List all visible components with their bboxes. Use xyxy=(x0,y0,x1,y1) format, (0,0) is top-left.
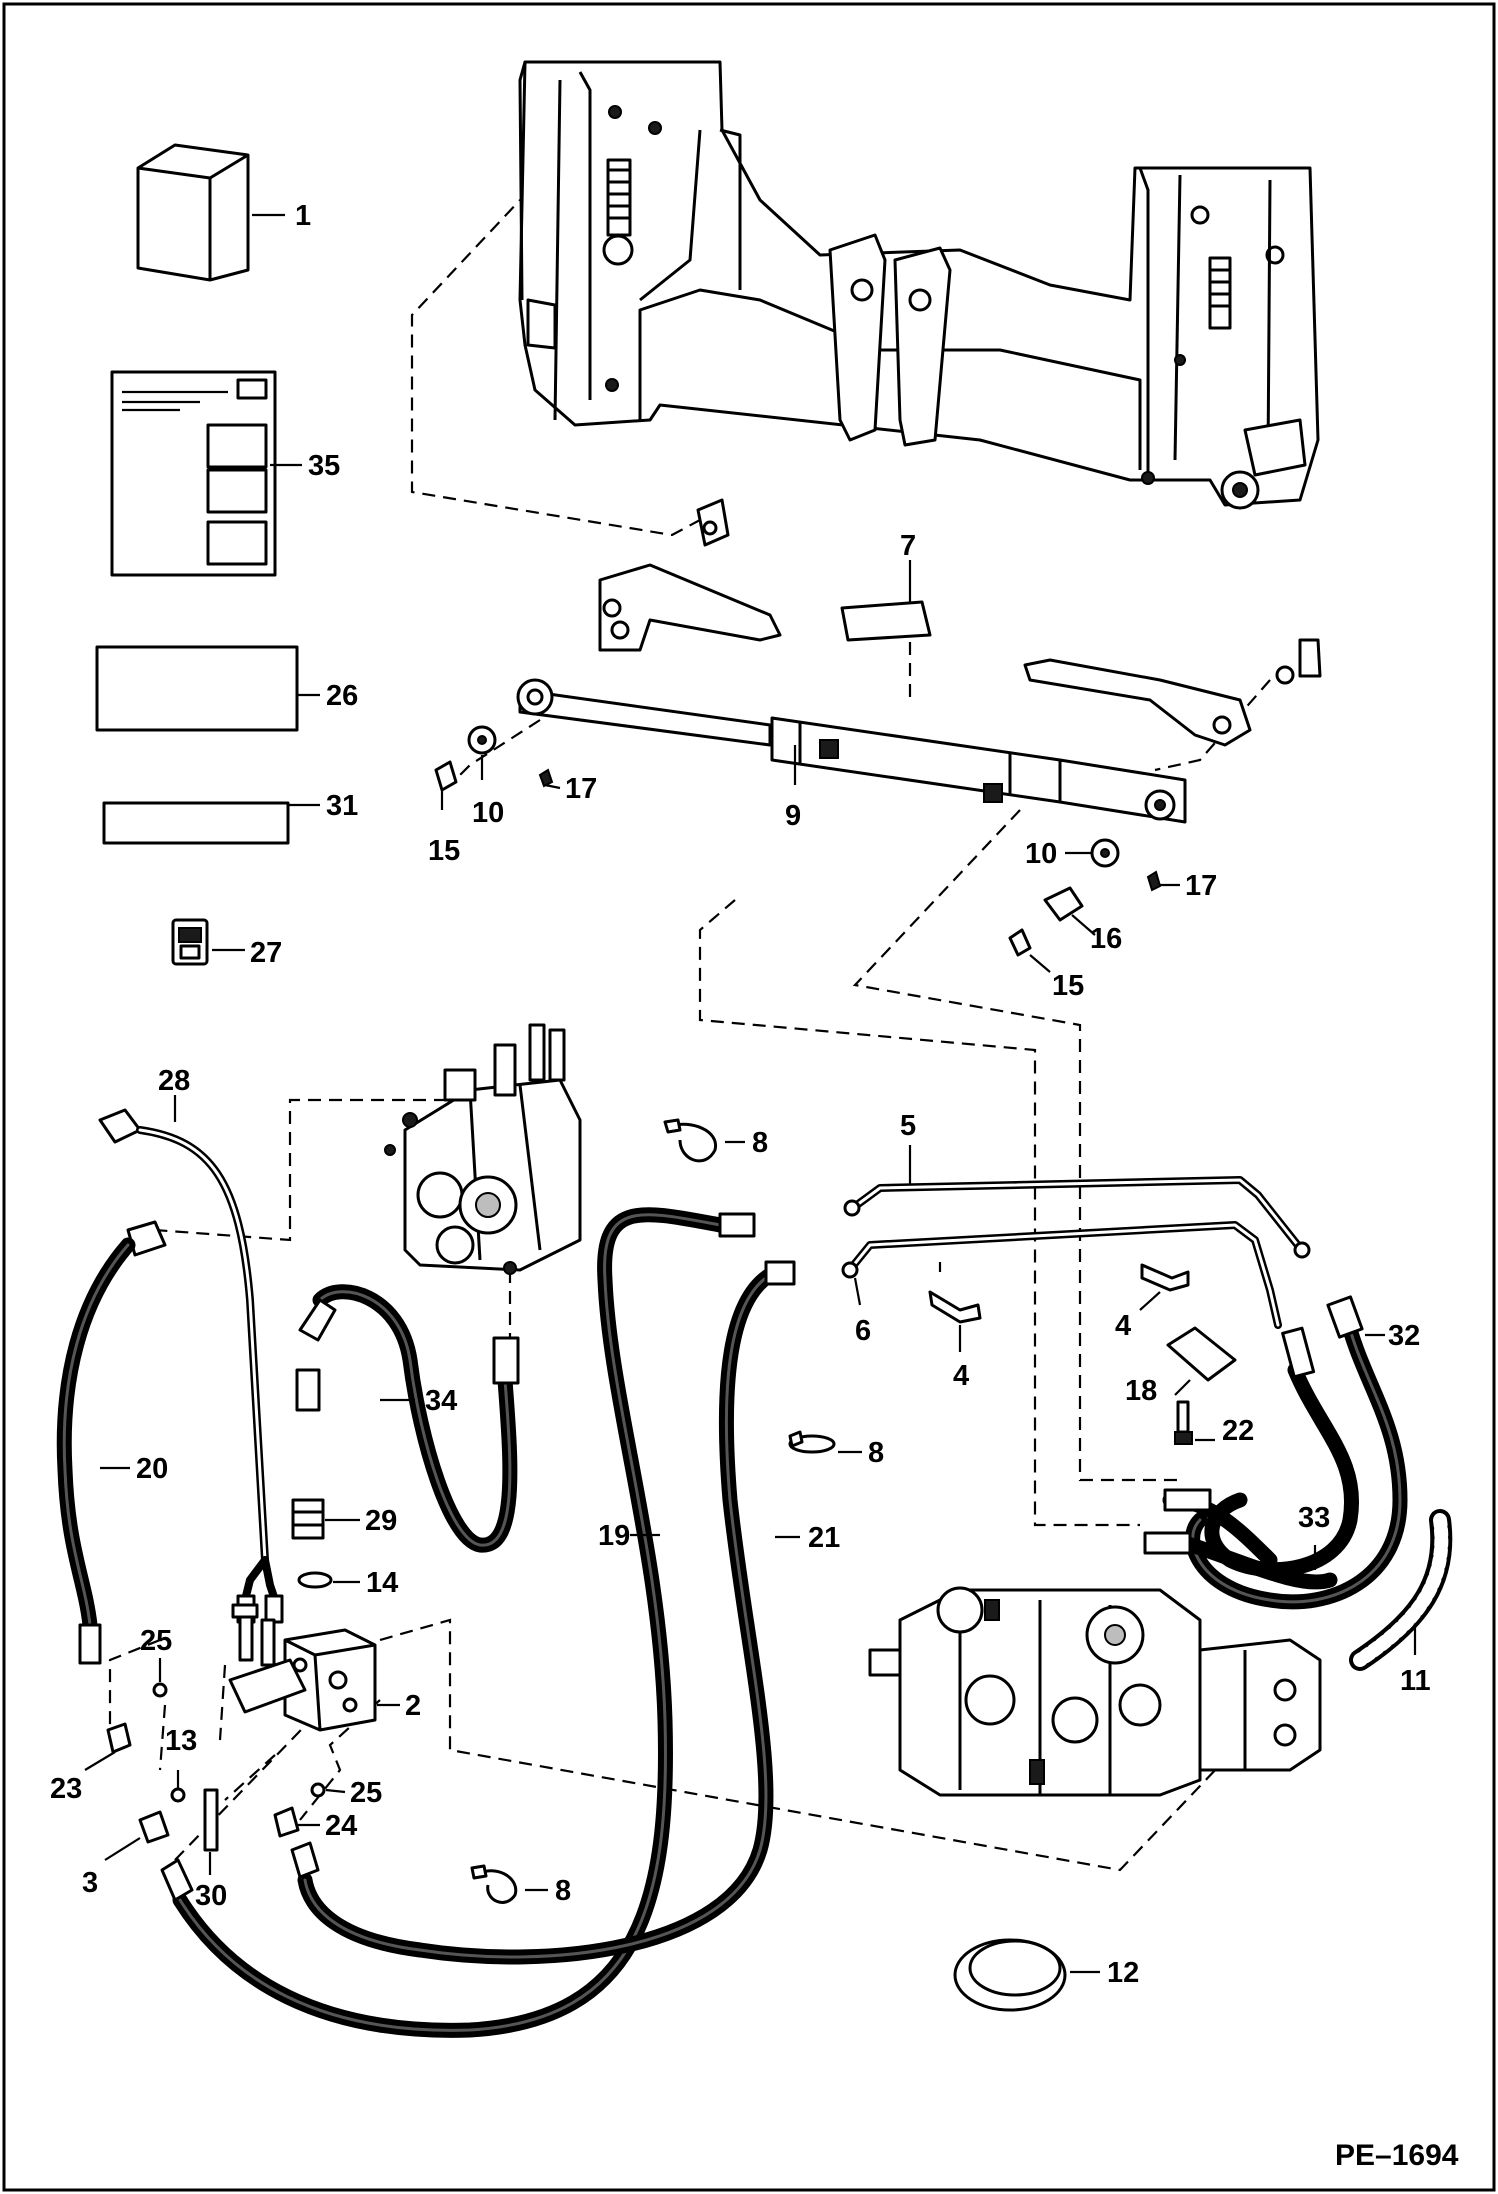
switch-27 xyxy=(171,918,245,966)
callout-8-top: 8 xyxy=(752,1127,768,1159)
clip-4a xyxy=(928,1290,982,1352)
callout-21: 21 xyxy=(808,1522,840,1554)
cylinder-assembly xyxy=(434,498,1322,973)
hose-19 xyxy=(160,1207,756,2038)
callout-10-right: 10 xyxy=(1025,838,1057,870)
harness-28 xyxy=(98,1095,284,1624)
callout-26: 26 xyxy=(326,680,358,712)
callout-22: 22 xyxy=(1222,1415,1254,1447)
callout-3: 3 xyxy=(82,1867,98,1899)
hose-32 xyxy=(1185,1295,1408,1610)
callout-15-right: 15 xyxy=(1052,970,1084,1002)
callout-25-bottom: 25 xyxy=(350,1777,382,1809)
callout-5: 5 xyxy=(900,1110,916,1142)
callout-4-left: 4 xyxy=(953,1360,969,1392)
pump-assembly xyxy=(868,1586,1322,1797)
callout-12: 12 xyxy=(1107,1957,1139,1989)
callout-10-left: 10 xyxy=(472,797,504,829)
box-part-1 xyxy=(136,143,285,282)
callout-2: 2 xyxy=(405,1690,421,1722)
callout-30: 30 xyxy=(195,1880,227,1912)
tubing-12 xyxy=(953,1938,1100,2012)
callout-25-top: 25 xyxy=(140,1625,172,1657)
tube-6 xyxy=(841,1221,1282,1329)
callout-15-left: 15 xyxy=(428,835,460,867)
callout-31: 31 xyxy=(326,790,358,822)
clip-4b xyxy=(1139,1263,1190,1311)
fittings-lower-left xyxy=(84,1658,346,1875)
callout-32: 32 xyxy=(1388,1320,1420,1352)
sleeve-11 xyxy=(1349,1509,1453,1671)
hose-34 xyxy=(291,1284,520,1589)
callout-6: 6 xyxy=(855,1315,871,1347)
callout-4-right: 4 xyxy=(1115,1310,1131,1342)
manifold-2 xyxy=(228,1603,400,1732)
callout-8-bottom: 8 xyxy=(555,1875,571,1907)
instruction-sheet-35 xyxy=(110,370,302,577)
hose-33 xyxy=(1143,1326,1359,1590)
callout-17-left: 17 xyxy=(565,773,597,805)
callout-18: 18 xyxy=(1125,1375,1157,1407)
callout-29: 29 xyxy=(365,1505,397,1537)
callout-7: 7 xyxy=(900,530,916,562)
callout-33: 33 xyxy=(1298,1502,1330,1534)
callout-labels: 1 35 26 31 27 7 9 10 10 15 15 16 17 17 2… xyxy=(50,200,1459,2172)
callout-13: 13 xyxy=(165,1725,197,1757)
drawing-code: PE–1694 xyxy=(1335,2139,1459,2172)
callout-28: 28 xyxy=(158,1065,190,1097)
callout-1: 1 xyxy=(295,200,311,232)
clamp-8a xyxy=(663,1118,745,1163)
callout-11: 11 xyxy=(1400,1665,1431,1697)
callout-8-middle: 8 xyxy=(868,1437,884,1469)
hose-20 xyxy=(56,1220,167,1665)
callout-17-right: 17 xyxy=(1185,870,1217,902)
callout-9: 9 xyxy=(785,800,801,832)
callout-24: 24 xyxy=(325,1810,357,1842)
bracket-18 xyxy=(1166,1326,1237,1445)
clamp-8c xyxy=(470,1864,548,1904)
decal-31 xyxy=(102,801,320,845)
callout-19: 19 xyxy=(598,1520,630,1552)
attachment-frame xyxy=(518,60,1320,510)
callout-23: 23 xyxy=(50,1773,82,1805)
callout-35: 35 xyxy=(308,450,340,482)
callout-16: 16 xyxy=(1090,923,1122,955)
decal-26 xyxy=(95,645,320,732)
callout-20: 20 xyxy=(136,1453,168,1485)
callout-14: 14 xyxy=(366,1567,398,1599)
callout-34: 34 xyxy=(425,1385,457,1417)
tube-5 xyxy=(843,1145,1311,1259)
control-valve xyxy=(384,1023,582,1275)
callout-27: 27 xyxy=(250,937,282,969)
hose-21 xyxy=(290,1260,800,1965)
clamp-8b xyxy=(788,1430,862,1454)
